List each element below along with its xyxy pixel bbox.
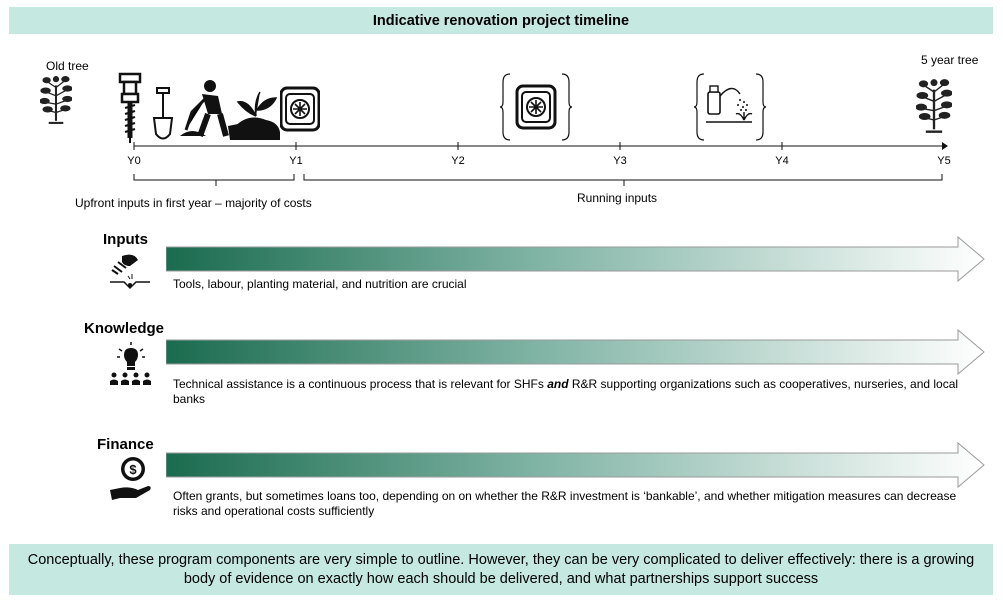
five-year-tree-label: 5 year tree	[921, 53, 979, 67]
post-hole-digger-icon	[118, 72, 142, 143]
timeline-arrowhead	[942, 142, 948, 150]
hand-planting-seedling-icon	[228, 91, 280, 140]
finance-description: Often grants, but sometimes loans too, d…	[173, 489, 957, 518]
year-label: Y4	[775, 155, 789, 167]
conclusion-text: Conceptually, these program components a…	[27, 551, 975, 587]
inputs-continuum-arrow	[166, 236, 985, 282]
shovel-icon	[152, 87, 174, 140]
fertilizer-bag-braced-icon	[500, 73, 572, 141]
svg-text:$: $	[129, 462, 137, 477]
upfront-inputs-label: Upfront inputs in first year – majority …	[75, 196, 312, 210]
old-tree-label: Old tree	[46, 59, 89, 73]
conclusion-banner: Conceptually, these program components a…	[9, 544, 993, 595]
lightbulb-group-icon	[110, 342, 151, 385]
upfront-bracket	[133, 174, 295, 186]
year-label: Y2	[451, 155, 465, 167]
page-title: Indicative renovation project timeline	[372, 12, 630, 29]
year-label: Y3	[613, 155, 627, 167]
year-label: Y0	[127, 155, 141, 167]
timeline-axis	[133, 142, 948, 186]
seed-sowing-icon	[110, 254, 150, 290]
finance-continuum-arrow	[166, 442, 985, 488]
running-inputs-label: Running inputs	[577, 191, 658, 205]
knowledge-description-emphasis: and	[547, 377, 569, 391]
hand-coin-icon: $	[110, 457, 151, 500]
knowledge-description-pre: Technical assistance is a continuous pro…	[173, 377, 548, 391]
knowledge-description: Technical assistance is a continuous pro…	[173, 377, 963, 407]
year-label: Y5	[937, 155, 951, 167]
running-bracket	[303, 174, 943, 186]
section-title-inputs: Inputs	[103, 231, 148, 248]
section-title-finance: Finance	[97, 436, 154, 453]
labourer-digging-icon	[180, 80, 229, 138]
inputs-description: Tools, labour, planting material, and nu…	[173, 277, 467, 291]
crop-sprayer-braced-icon	[694, 73, 766, 141]
knowledge-description-post: R&R supporting organizations such as coo…	[173, 377, 959, 406]
timeline-title-banner: Indicative renovation project timeline	[9, 7, 993, 34]
knowledge-continuum-arrow	[166, 329, 985, 375]
year-label: Y1	[289, 155, 303, 167]
section-title-knowledge: Knowledge	[84, 320, 165, 337]
